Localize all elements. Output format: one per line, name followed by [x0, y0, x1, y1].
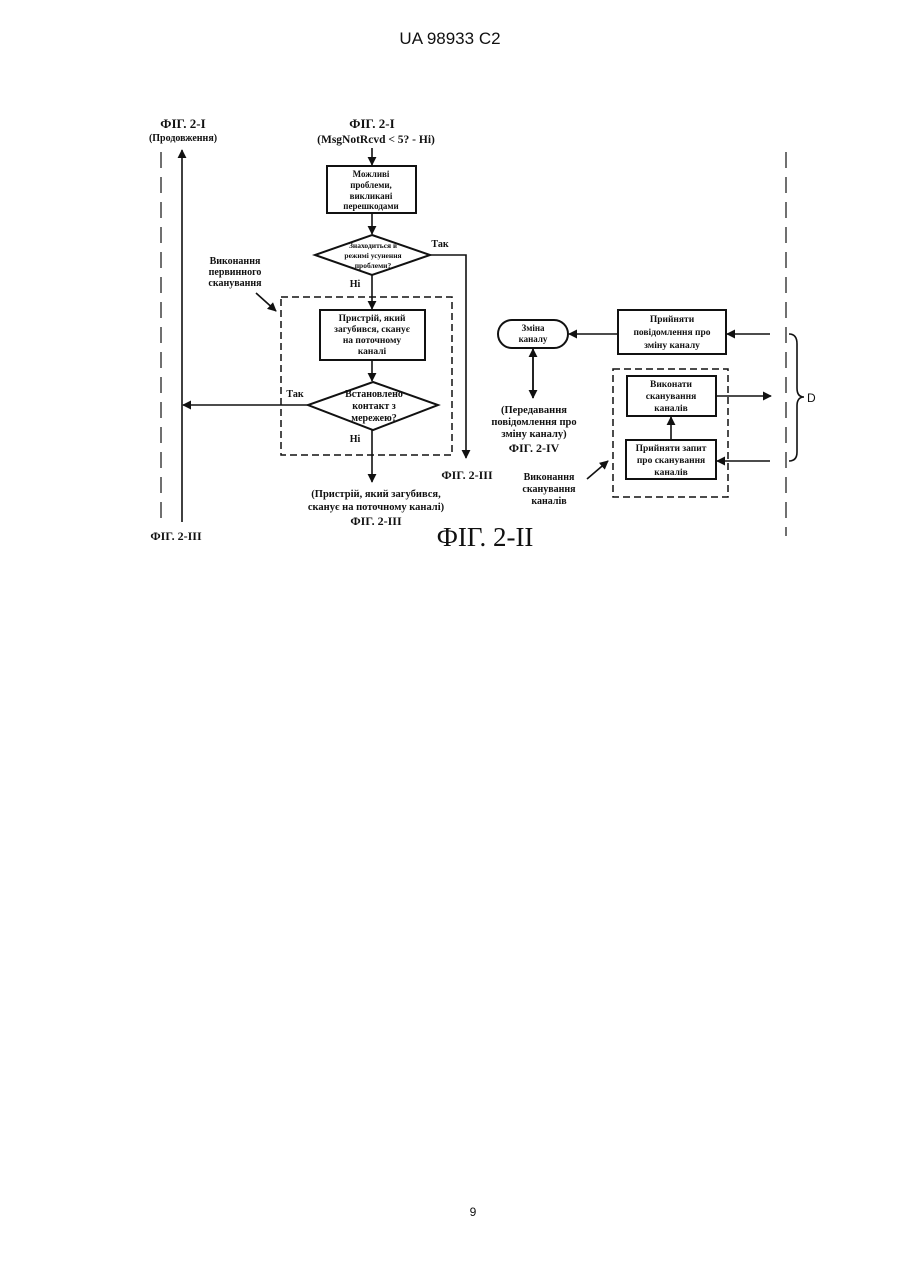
box-accept-change-line2: повідомлення про [633, 327, 710, 338]
box-lost-device-line4: каналі [358, 346, 387, 357]
box-accept-scan-line1: Прийняти запит [636, 443, 707, 454]
group-label-primary-scan-line3: сканування [208, 278, 262, 289]
box-accept-scan-line2: про сканування [637, 456, 705, 466]
group-label-channel-scan: Виконання сканування каналів [522, 472, 576, 507]
edge-label-no-2: Hi [350, 434, 361, 445]
ref-transmit-line3: зміну каналу) [501, 429, 567, 440]
terminal-change-channel: Зміна каналу [498, 320, 568, 348]
terminal-change-channel-line1: Зміна [521, 323, 545, 333]
ref-bottom-center-line1: (Пристрій, який загубився, [311, 489, 441, 500]
box-possible-problems-line1: Можливі [353, 169, 390, 179]
ref-bottom-center: ФІГ. 2-III [350, 514, 402, 528]
decision-troubleshoot-line2: режимі усунення [344, 251, 401, 260]
box-do-scan-line2: сканування [646, 392, 697, 402]
edge-label-no-1: Hi [350, 279, 361, 290]
edge-label-yes-1: Так [431, 239, 448, 250]
terminal-change-channel-line2: каналу [519, 334, 548, 344]
group-label-channel-scan-line2: сканування [522, 484, 576, 495]
brace-label: D [807, 391, 816, 405]
group-label-channel-scan-line1: Виконання [524, 472, 575, 483]
decision-contact-line2: контакт з [352, 401, 396, 412]
decision-contact: Встановлено контакт з мережею? [308, 382, 438, 430]
decision-contact-line3: мережею? [351, 413, 396, 424]
box-lost-device-line1: Пристрій, який [339, 313, 406, 324]
box-do-scan: Виконати сканування каналів [627, 376, 716, 416]
box-lost-device: Пристрій, який загубився, сканує на пото… [320, 310, 425, 360]
group-label-primary-scan-line2: первинного [209, 267, 262, 278]
ref-transmit-fig: ФІГ. 2-IV [509, 441, 560, 455]
box-accept-change-line1: Прийняти [650, 314, 695, 325]
group-label-channel-scan-pointer [587, 461, 608, 479]
box-possible-problems: Можливі проблеми, викликані перешкодами [327, 166, 416, 213]
group-label-primary-scan: Виконання первинного сканування [208, 256, 262, 289]
ref-bottom-center-line2: сканує на поточному каналі) [308, 502, 445, 513]
box-lost-device-line2: загубився, сканує [334, 324, 410, 335]
ref-transmit-line2: повідомлення про [491, 417, 576, 428]
box-do-scan-line3: каналів [654, 403, 688, 414]
box-possible-problems-line2: проблеми, [350, 180, 392, 190]
ref-transmit-line1: (Передавання [501, 405, 567, 416]
decision-troubleshoot: Знаходиться в режимі усунення проблеми? [315, 235, 430, 275]
ref-top-left-note: (Продовження) [149, 133, 217, 144]
ref-top-center: ФІГ. 2-I [349, 116, 394, 131]
ref-top-left: ФІГ. 2-I [160, 116, 205, 131]
box-accept-change-line3: зміну каналу [644, 340, 700, 351]
yes-branch-down-arrow [430, 255, 466, 458]
decision-contact-line1: Встановлено [345, 389, 403, 400]
box-accept-scan-line3: каналів [654, 467, 688, 478]
box-accept-change: Прийняти повідомлення про зміну каналу [618, 310, 726, 354]
group-label-primary-scan-line1: Виконання [210, 256, 261, 267]
ref-mid-right-down: ФІГ. 2-III [441, 468, 493, 482]
box-possible-problems-line4: перешкодами [343, 201, 398, 211]
brace [789, 334, 804, 461]
ref-bottom-left: ФІГ. 2-III [150, 529, 202, 543]
group-label-primary-scan-pointer [256, 293, 276, 311]
patent-number: UA 98933 C2 [399, 29, 500, 48]
decision-troubleshoot-line3: проблеми? [355, 261, 392, 270]
ref-top-center-note: (MsgNotRcvd < 5? - Hi) [317, 134, 435, 146]
decision-troubleshoot-line1: Знаходиться в [349, 241, 397, 250]
edge-label-yes-2: Так [286, 389, 303, 400]
box-do-scan-line1: Виконати [650, 380, 693, 390]
group-label-channel-scan-line3: каналів [531, 496, 567, 507]
box-lost-device-line3: на поточному [343, 336, 402, 346]
box-accept-scan: Прийняти запит про сканування каналів [626, 440, 716, 479]
figure-caption: ФІГ. 2-II [437, 522, 534, 552]
page-number: 9 [470, 1205, 477, 1219]
box-possible-problems-line3: викликані [350, 191, 393, 201]
